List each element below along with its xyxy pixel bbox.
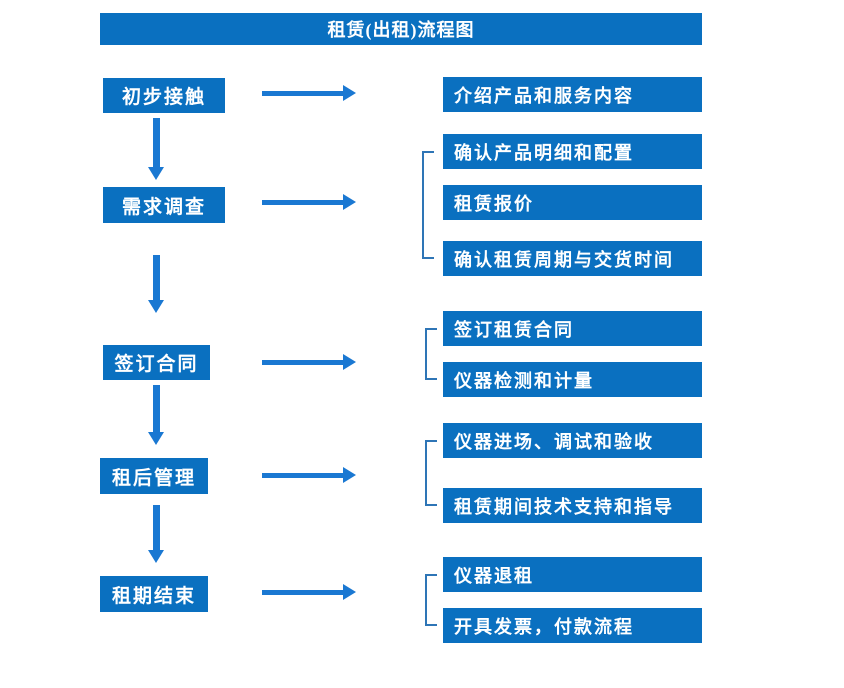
arrow-head xyxy=(148,300,164,313)
right-arrow-icon xyxy=(262,467,356,483)
arrow-shaft xyxy=(262,589,344,595)
arrow-shaft xyxy=(262,472,344,478)
arrow-head xyxy=(343,584,356,600)
arrow-shaft xyxy=(153,385,160,433)
group-bracket xyxy=(425,328,437,380)
detail-box-rental-quotation: 租赁报价 xyxy=(443,185,702,220)
group-bracket xyxy=(422,151,434,259)
down-arrow-icon xyxy=(148,255,165,313)
arrow-head xyxy=(343,467,356,483)
step-box-demand-survey: 需求调查 xyxy=(103,187,225,223)
detail-box-instrument-return: 仪器退租 xyxy=(443,557,702,592)
arrow-head xyxy=(148,550,164,563)
detail-box-invoice-payment: 开具发票，付款流程 xyxy=(443,608,702,643)
chart-title: 租赁(出租)流程图 xyxy=(100,13,702,45)
right-arrow-icon xyxy=(262,584,356,600)
arrow-head xyxy=(343,354,356,370)
down-arrow-icon xyxy=(148,385,165,445)
detail-box-instrument-arrival: 仪器进场、调试和验收 xyxy=(443,423,702,458)
arrow-shaft xyxy=(153,118,160,168)
detail-box-instrument-testing: 仪器检测和计量 xyxy=(443,362,702,397)
detail-box-confirm-rental-period: 确认租赁周期与交货时间 xyxy=(443,241,702,276)
arrow-head xyxy=(343,194,356,210)
arrow-shaft xyxy=(153,255,160,301)
arrow-head xyxy=(148,167,164,180)
right-arrow-icon xyxy=(262,85,356,101)
right-arrow-icon xyxy=(262,194,356,210)
arrow-shaft xyxy=(262,359,344,365)
step-box-rental-end: 租期结束 xyxy=(100,576,208,612)
detail-box-confirm-product-details: 确认产品明细和配置 xyxy=(443,134,702,169)
detail-box-sign-rental-contract: 签订租赁合同 xyxy=(443,311,702,346)
step-box-initial-contact: 初步接触 xyxy=(103,78,225,113)
arrow-head xyxy=(148,432,164,445)
group-bracket xyxy=(425,574,437,626)
down-arrow-icon xyxy=(148,505,165,563)
right-arrow-icon xyxy=(262,354,356,370)
step-box-post-rental-management: 租后管理 xyxy=(100,458,208,494)
detail-box-introduce-products: 介绍产品和服务内容 xyxy=(443,77,702,112)
down-arrow-icon xyxy=(148,118,165,180)
arrow-shaft xyxy=(262,90,344,96)
detail-box-technical-support: 租赁期间技术支持和指导 xyxy=(443,488,702,523)
arrow-shaft xyxy=(153,505,160,551)
arrow-head xyxy=(343,85,356,101)
step-box-sign-contract: 签订合同 xyxy=(103,345,210,380)
arrow-shaft xyxy=(262,199,344,205)
group-bracket xyxy=(425,440,437,506)
